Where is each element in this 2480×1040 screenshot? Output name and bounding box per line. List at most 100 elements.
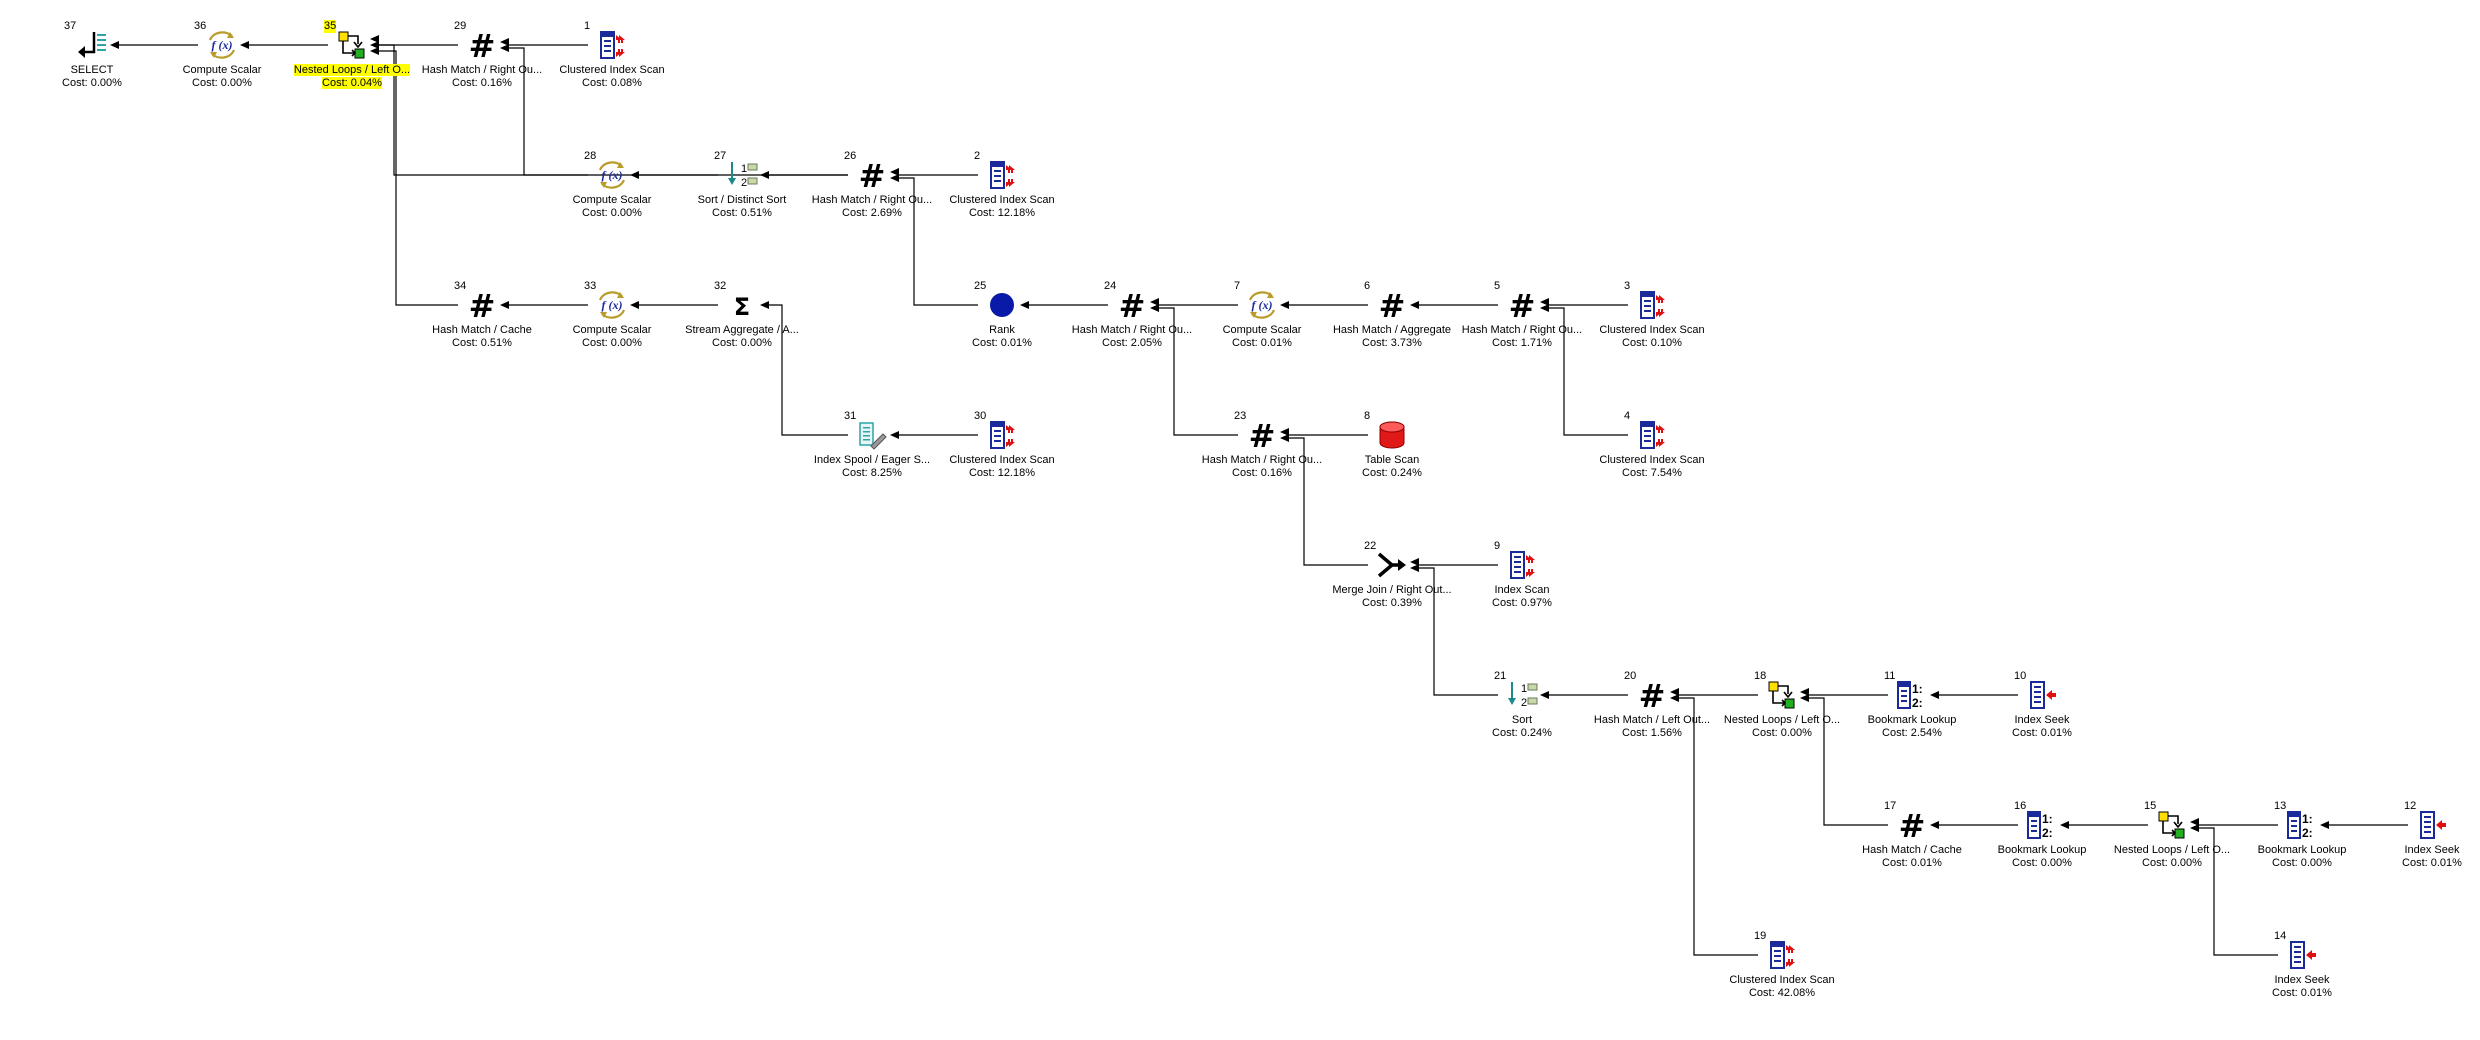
node-number: 16 — [2014, 800, 2027, 812]
index-spool-icon[interactable] — [856, 418, 888, 452]
nested-loops-icon[interactable] — [336, 28, 368, 62]
edge-arrowhead — [760, 171, 769, 179]
hash-match-icon[interactable]: # — [1896, 807, 1928, 845]
node-number: 22 — [1364, 540, 1377, 552]
index-seek-icon[interactable] — [2416, 808, 2448, 842]
sort-icon[interactable]: 1 2 — [726, 158, 758, 192]
bookmark-lookup-icon[interactable]: 1: 2: — [2026, 808, 2058, 842]
node-label: Index Spool / Eager S... — [813, 454, 931, 466]
rank-icon[interactable] — [986, 288, 1018, 322]
node-label: SELECT — [70, 64, 114, 76]
plan-node-29[interactable]: 29 # Hash Match / Right Ou...Cost: 0.16% — [420, 20, 570, 95]
node-cost: Cost: 0.39% — [1362, 597, 1422, 609]
plan-node-5[interactable]: 5 # Hash Match / Right Ou...Cost: 1.71% — [1460, 280, 1610, 355]
plan-node-32[interactable]: 32 Σ Stream Aggregate / A...Cost: 0.00% — [680, 280, 830, 355]
clustered-index-scan-icon[interactable] — [986, 158, 1018, 192]
edge-arrowhead — [890, 431, 899, 439]
hash-match-icon[interactable]: # — [856, 157, 888, 195]
clustered-index-scan-icon[interactable] — [1766, 938, 1798, 972]
hash-match-icon[interactable]: # — [1506, 287, 1538, 325]
plan-node-31[interactable]: 31 Index Spool / Eager S...Cost: 8.25% — [810, 410, 960, 485]
clustered-index-scan-icon[interactable] — [1636, 288, 1668, 322]
compute-scalar-icon[interactable]: f (x) — [596, 288, 628, 322]
plan-node-35[interactable]: 35 Nested Loops / Left O...Cost: 0.04% — [290, 20, 440, 95]
node-label: Clustered Index Scan — [949, 194, 1055, 206]
edge-arrowhead — [1280, 434, 1289, 442]
edge-arrowhead — [1930, 691, 1939, 699]
index-seek-icon[interactable] — [2286, 938, 2318, 972]
stream-aggregate-icon[interactable]: Σ — [726, 288, 758, 322]
hash-match-icon[interactable]: # — [1116, 287, 1148, 325]
svg-text:#: # — [1119, 288, 1146, 322]
node-number: 15 — [2144, 800, 2157, 812]
plan-node-22[interactable]: 22 Merge Join / Right Out...Cost: 0.39% — [1330, 540, 1480, 615]
node-cost: Cost: 0.24% — [1492, 727, 1552, 739]
nested-loops-icon[interactable] — [2156, 808, 2188, 842]
plan-edge — [1158, 307, 1238, 436]
hash-match-icon[interactable]: # — [1376, 287, 1408, 325]
node-cost: Cost: 42.08% — [1748, 987, 1816, 999]
plan-node-15[interactable]: 15 Nested Loops / Left O...Cost: 0.00% — [2110, 800, 2260, 875]
node-cost: Cost: 2.54% — [1882, 727, 1942, 739]
svg-text:2:: 2: — [1912, 696, 1923, 710]
plan-node-26[interactable]: 26 # Hash Match / Right Ou...Cost: 2.69% — [810, 150, 960, 225]
table-scan-icon[interactable] — [1376, 418, 1408, 452]
plan-node-18[interactable]: 18 Nested Loops / Left O...Cost: 0.00% — [1720, 670, 1870, 745]
node-cost: Cost: 1.71% — [1492, 337, 1552, 349]
index-scan-icon[interactable] — [1506, 548, 1538, 582]
edge-arrowhead — [1410, 564, 1419, 572]
bookmark-lookup-icon[interactable]: 1: 2: — [1896, 678, 1928, 712]
node-label: Clustered Index Scan — [1599, 324, 1705, 336]
hash-match-icon[interactable]: # — [1636, 677, 1668, 715]
clustered-index-scan-icon[interactable] — [986, 418, 1018, 452]
node-cost: Cost: 0.00% — [582, 337, 642, 349]
plan-node-24[interactable]: 24 # Hash Match / Right Ou...Cost: 2.05% — [1070, 280, 1220, 355]
hash-match-icon[interactable]: # — [466, 27, 498, 65]
index-seek-icon[interactable] — [2026, 678, 2058, 712]
compute-scalar-icon[interactable]: f (x) — [596, 158, 628, 192]
node-number: 24 — [1104, 280, 1117, 292]
bookmark-lookup-icon[interactable]: 1: 2: — [2286, 808, 2318, 842]
compute-scalar-icon[interactable]: f (x) — [1246, 288, 1278, 322]
clustered-index-scan-icon[interactable] — [596, 28, 628, 62]
node-number: 26 — [844, 150, 857, 162]
merge-join-icon[interactable] — [1376, 548, 1408, 582]
select-icon[interactable] — [76, 28, 108, 62]
compute-scalar-icon[interactable]: f (x) — [206, 28, 238, 62]
hash-match-icon[interactable]: # — [1246, 417, 1278, 455]
plan-edge — [768, 304, 848, 436]
node-label: Clustered Index Scan — [949, 454, 1055, 466]
plan-node-20[interactable]: 20 # Hash Match / Left Out...Cost: 1.56% — [1590, 670, 1740, 745]
node-label: Nested Loops / Left O... — [2113, 844, 2231, 856]
plan-node-23[interactable]: 23 # Hash Match / Right Ou...Cost: 0.16% — [1200, 410, 1350, 485]
sort-icon[interactable]: 1 2 — [1506, 678, 1538, 712]
nested-loops-icon[interactable] — [1766, 678, 1798, 712]
clustered-index-scan-icon[interactable] — [1636, 418, 1668, 452]
hash-match-icon[interactable]: # — [466, 287, 498, 325]
